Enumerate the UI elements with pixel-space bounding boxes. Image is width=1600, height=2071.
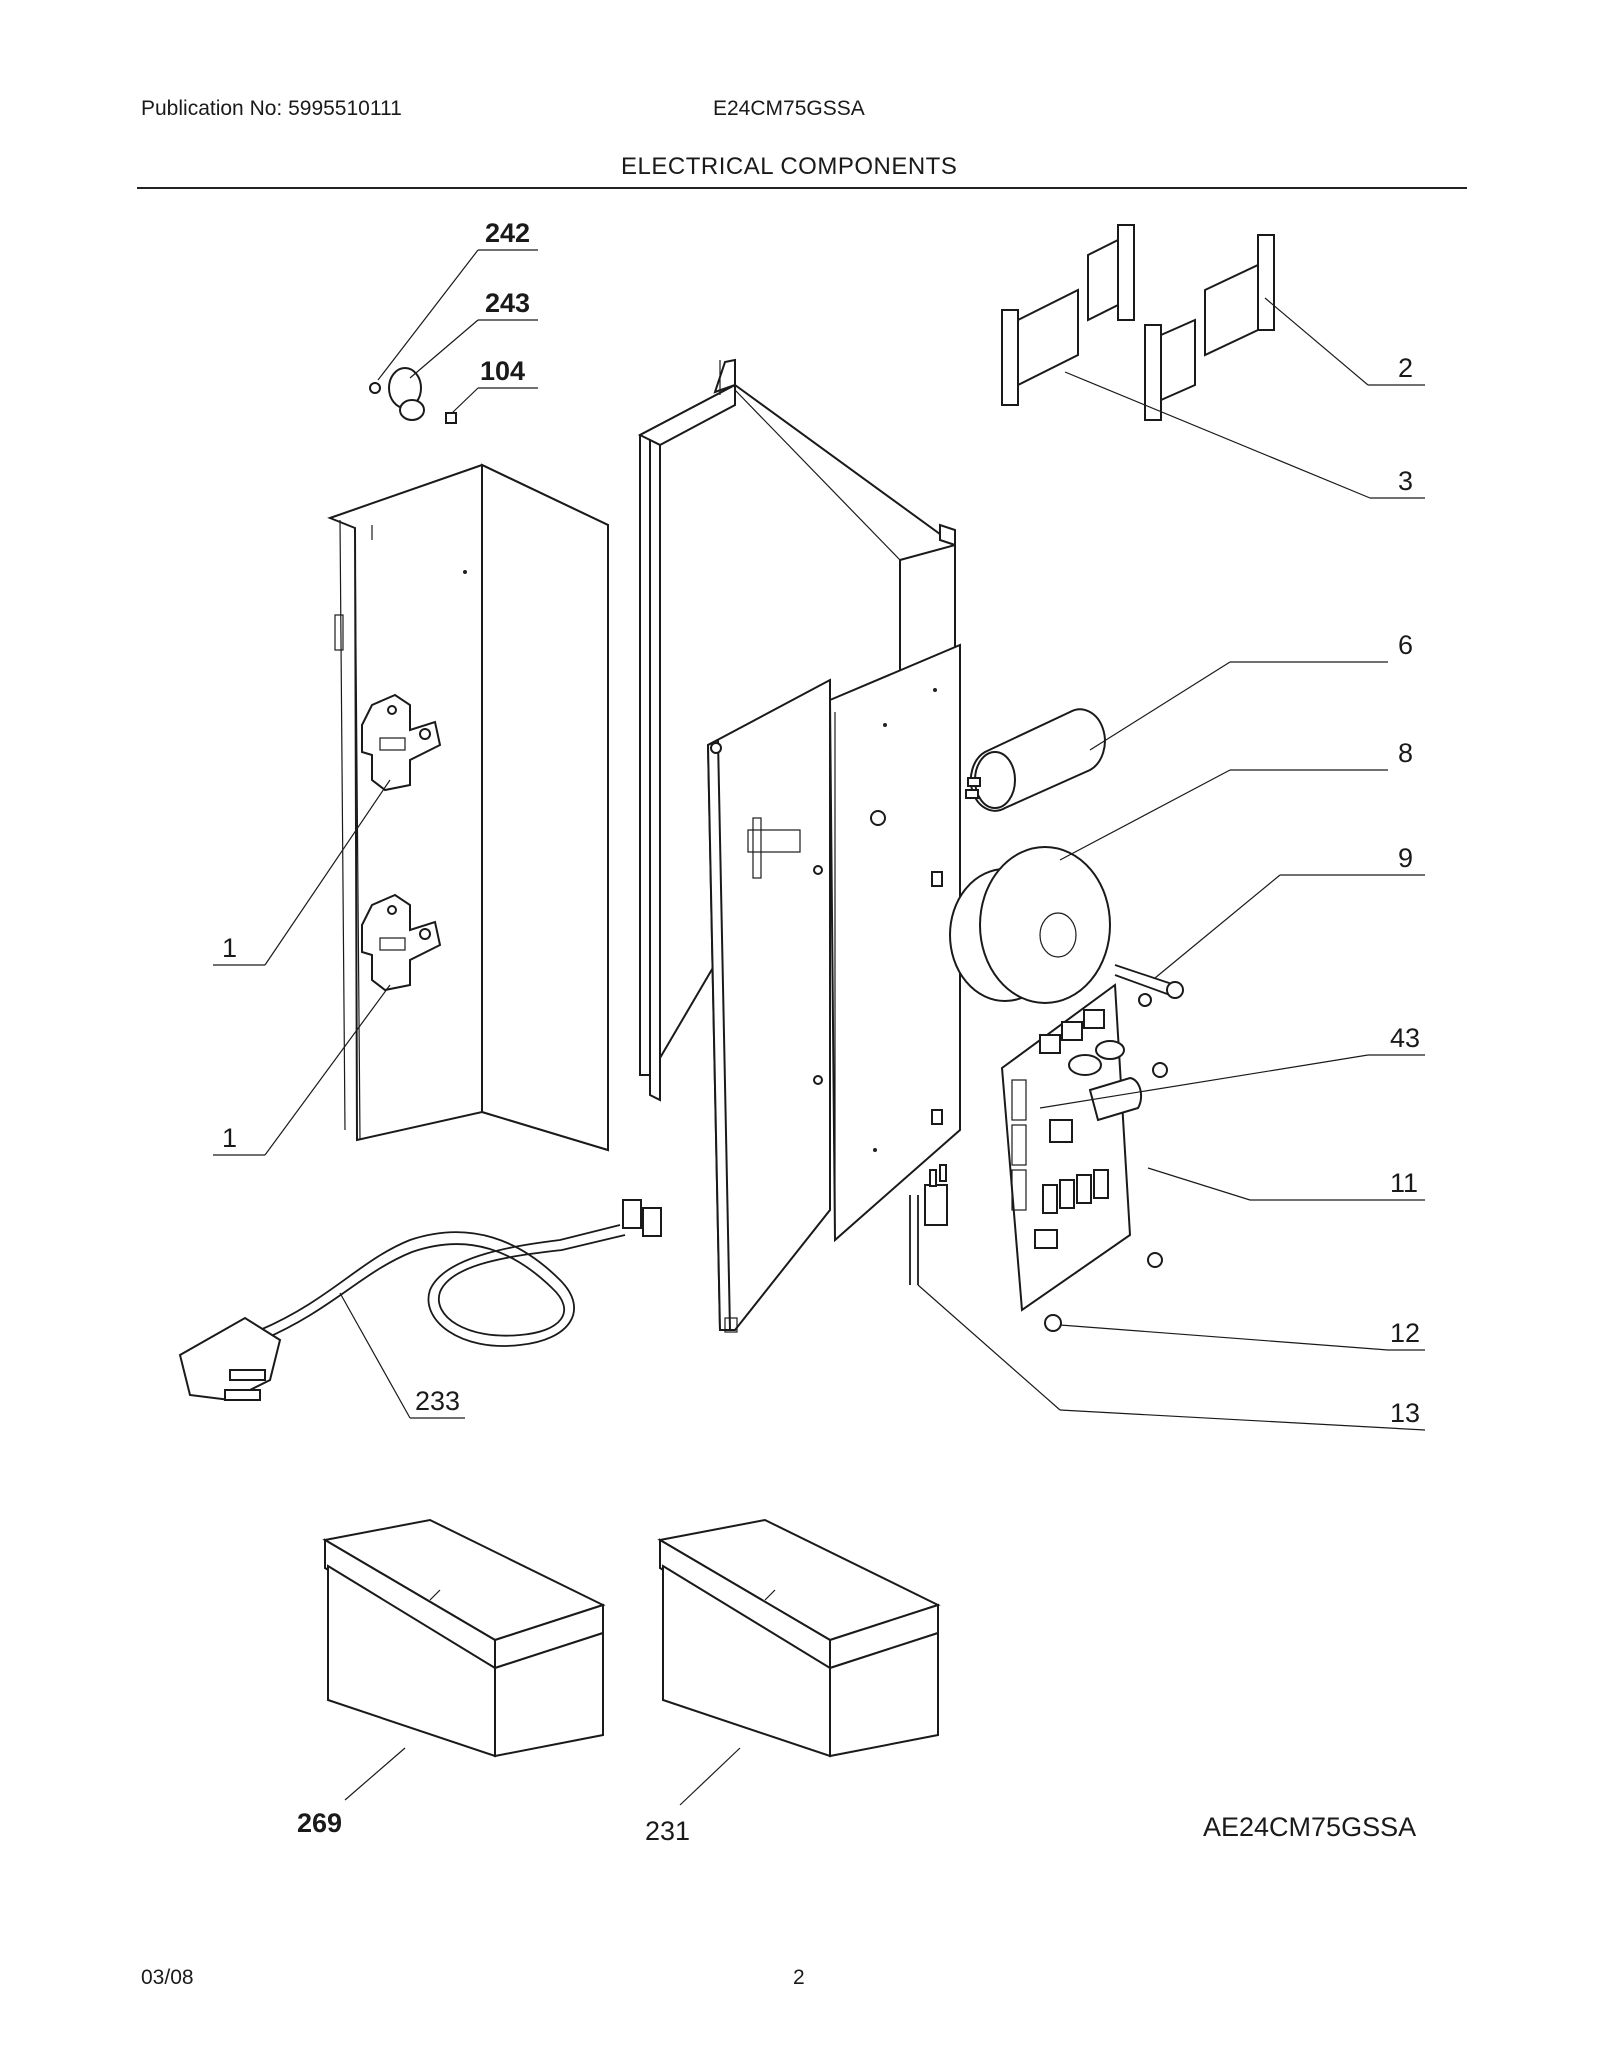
header-divider xyxy=(137,187,1467,189)
box-part-231 xyxy=(657,1518,941,1758)
callout-242: 242 xyxy=(485,218,530,248)
nut-part-12 xyxy=(1044,1314,1062,1332)
nut-part-242 xyxy=(369,382,381,394)
footer-page-number: 2 xyxy=(793,1966,805,1989)
screw-part-9 xyxy=(1114,964,1184,1007)
callout-269: 269 xyxy=(297,1808,342,1838)
fan-motor-part-8 xyxy=(949,846,1111,1004)
callout-243: 243 xyxy=(485,288,530,318)
screw-part-104 xyxy=(445,412,457,424)
callout-6: 6 xyxy=(1398,630,1413,660)
hinge-bracket-upper xyxy=(361,693,442,792)
callout-2: 2 xyxy=(1398,353,1413,383)
insulation-pad-part-2 xyxy=(1144,234,1275,421)
callout-104: 104 xyxy=(480,356,525,386)
insulation-pad-part-3 xyxy=(1001,224,1135,406)
callout-231: 231 xyxy=(645,1816,690,1846)
clip-part-243 xyxy=(388,367,425,421)
page-title: ELECTRICAL COMPONENTS xyxy=(621,153,958,180)
callout-11: 11 xyxy=(1390,1168,1418,1198)
diagram-model-code: AE24CM75GSSA xyxy=(1203,1812,1417,1842)
box-part-269 xyxy=(322,1518,606,1758)
switch-part-13 xyxy=(909,1164,948,1285)
model-number: E24CM75GSSA xyxy=(713,97,865,120)
callout-43: 43 xyxy=(1390,1023,1420,1053)
publication-number: Publication No: 5995510111 xyxy=(141,97,402,120)
callout-1-lower: 1 xyxy=(222,1123,237,1153)
front-control-panel xyxy=(706,678,831,1333)
callout-12: 12 xyxy=(1390,1318,1420,1348)
capacitor-part-6 xyxy=(965,708,1106,812)
leader-lines xyxy=(213,249,1426,1806)
callout-labels: 242 243 104 2 3 6 8 9 43 11 1 1 12 13 23… xyxy=(222,218,1420,1846)
callout-9: 9 xyxy=(1398,843,1413,873)
callout-233: 233 xyxy=(415,1386,460,1416)
callout-8: 8 xyxy=(1398,738,1413,768)
mounting-plate xyxy=(828,643,961,1243)
control-board-part-43 xyxy=(1000,983,1168,1312)
hinge-bracket-lower xyxy=(361,893,442,992)
callout-1-upper: 1 xyxy=(222,933,237,963)
callout-3: 3 xyxy=(1398,466,1413,496)
callout-13: 13 xyxy=(1390,1398,1420,1428)
footer-date: 03/08 xyxy=(141,1966,194,1989)
power-cord-part-233 xyxy=(178,1199,662,1402)
